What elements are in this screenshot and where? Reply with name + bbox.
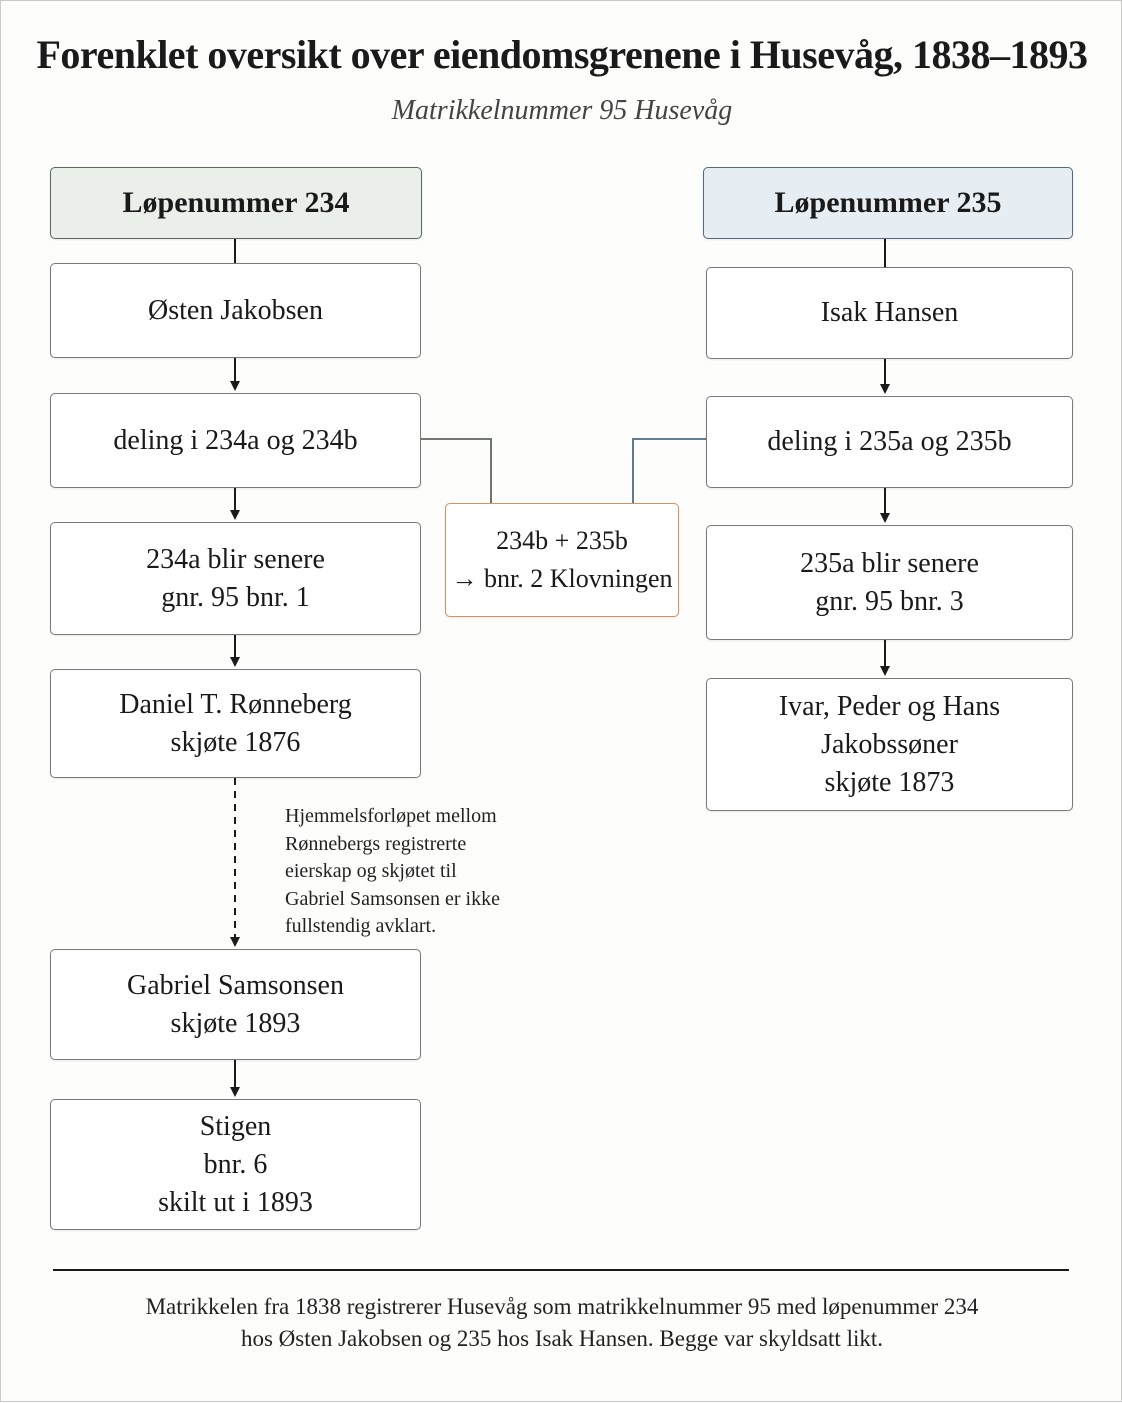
later-234a-label: 234a blir senere gnr. 95 bnr. 1 bbox=[146, 543, 325, 613]
header-235-label: Løpenummer 235 bbox=[774, 186, 1002, 219]
box-deed-1873: Ivar, Peder og Hans Jakobssøner skjøte 1… bbox=[706, 678, 1073, 811]
merge-label: 234b + 235b → bnr. 2 Klovningen bbox=[451, 526, 673, 593]
owner-234-label: Østen Jakobsen bbox=[148, 294, 323, 326]
box-stigen: Stigen bnr. 6 skilt ut i 1893 bbox=[50, 1099, 421, 1230]
box-division-234: deling i 234a og 234b bbox=[50, 393, 421, 488]
stigen-label: Stigen bnr. 6 skilt ut i 1893 bbox=[158, 1110, 313, 1218]
division-235-label: deling i 235a og 235b bbox=[767, 426, 1012, 457]
box-later-235a: 235a blir senere gnr. 95 bnr. 3 bbox=[706, 525, 1073, 640]
deed-1873-label: Ivar, Peder og Hans Jakobssøner skjøte 1… bbox=[778, 690, 1001, 798]
arrowhead bbox=[230, 657, 240, 667]
box-merge-klovningen: 234b + 235b → bnr. 2 Klovningen bbox=[445, 503, 679, 617]
link-234b-to-merge bbox=[421, 438, 492, 503]
footer-caption: Matrikkelen fra 1838 registrerer Husevåg… bbox=[145, 1294, 979, 1351]
arrowhead bbox=[880, 666, 890, 676]
page-title: Forenklet oversikt over eiendomsgrenene … bbox=[36, 32, 1088, 77]
arrowhead bbox=[880, 513, 890, 523]
footer-divider bbox=[53, 1269, 1069, 1271]
uncertainty-note: Hjemmelsforløpet mellom Rønnebergs regis… bbox=[285, 805, 500, 937]
header-lopenummer-235: Løpenummer 235 bbox=[703, 167, 1073, 239]
box-deed-1893: Gabriel Samsonsen skjøte 1893 bbox=[50, 949, 421, 1060]
division-234-label: deling i 234a og 234b bbox=[113, 424, 358, 456]
link-235b-to-merge bbox=[632, 438, 707, 503]
box-division-235: deling i 235a og 235b bbox=[706, 396, 1073, 488]
header-lopenummer-234: Løpenummer 234 bbox=[50, 167, 422, 239]
box-later-234a: 234a blir senere gnr. 95 bnr. 1 bbox=[50, 522, 421, 635]
header-234-label: Løpenummer 234 bbox=[122, 186, 350, 219]
box-owner-isak-hansen: Isak Hansen bbox=[706, 267, 1073, 359]
box-deed-1876: Daniel T. Rønneberg skjøte 1876 bbox=[50, 669, 421, 778]
box-owner-osten-jakobsen: Østen Jakobsen bbox=[50, 263, 421, 358]
deed-1876-label: Daniel T. Rønneberg skjøte 1876 bbox=[119, 688, 352, 758]
arrowhead bbox=[230, 381, 240, 391]
page-subtitle: Matrikkelnummer 95 Husevåg bbox=[391, 95, 733, 126]
deed-1893-label: Gabriel Samsonsen skjøte 1893 bbox=[127, 969, 344, 1039]
later-235a-label: 235a blir senere gnr. 95 bnr. 3 bbox=[800, 547, 979, 617]
arrowhead bbox=[230, 937, 240, 947]
owner-235-label: Isak Hansen bbox=[820, 297, 959, 328]
arrowhead bbox=[230, 1087, 240, 1097]
arrowhead bbox=[880, 384, 890, 394]
arrowhead bbox=[230, 510, 240, 520]
